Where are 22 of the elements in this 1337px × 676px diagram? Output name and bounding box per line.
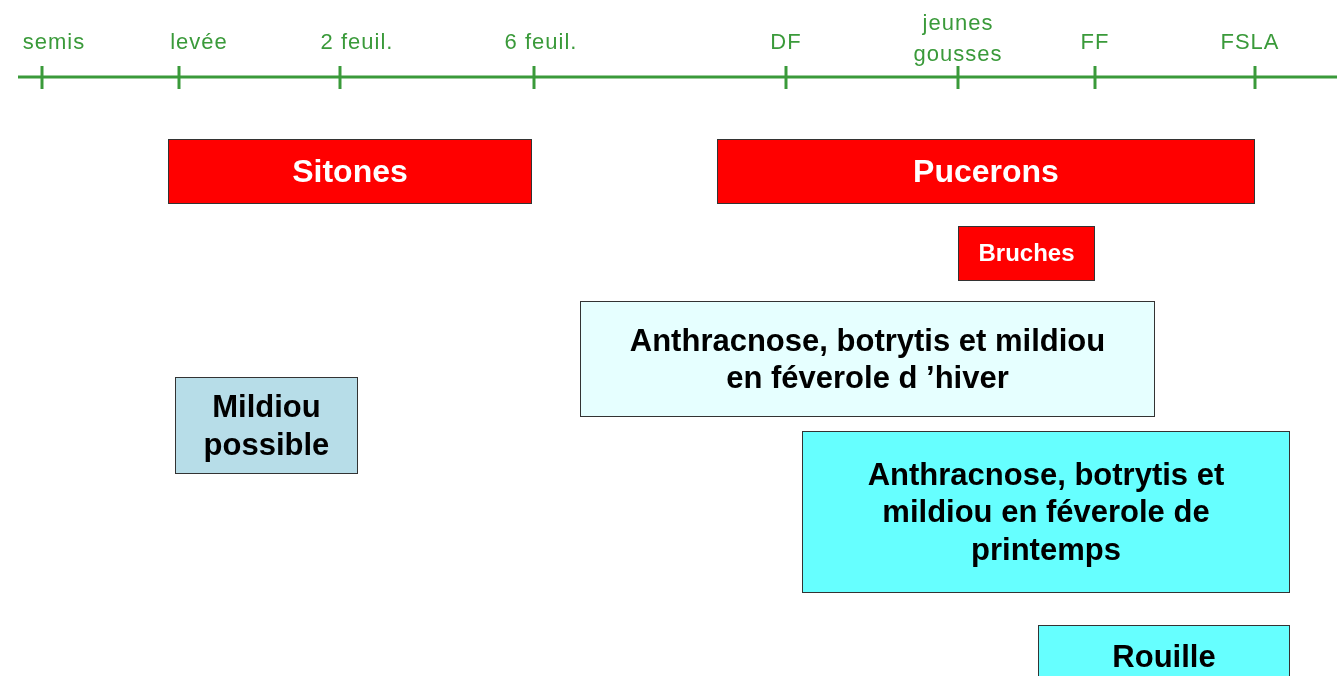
growth-stage-label: 6 feuil. [504,28,578,56]
pest-period-bar [168,139,532,204]
pest-period-bar [958,226,1095,281]
period-name: Anthracnose, botrytis et mildiou en féverole de printemps [866,456,1226,568]
period-name: Pucerons [913,152,1059,191]
pest-period-bar [717,139,1255,204]
disease-period-box [175,377,358,474]
period-name: Rouille [1112,638,1216,676]
disease-period-box [580,301,1155,417]
disease-period-box [802,431,1290,593]
growth-stage-label: levée [170,28,228,56]
period-name: Mildiou possible [202,388,331,463]
growth-stage-label: 2 feuil. [320,28,394,56]
growth-stage-label: jeunes gousses [912,9,1004,68]
growth-stage-label: FF [1080,28,1110,56]
period-name: Anthracnose, botrytis et mildiou en féverole d ’hiver [628,321,1107,397]
growth-stage-label: semis [22,28,86,56]
period-name: Bruches [978,239,1075,268]
disease-period-box [1038,625,1290,676]
growth-stage-label: FSLA [1220,28,1280,56]
growth-stage-label: DF [770,28,802,56]
period-name: Sitones [292,152,408,191]
